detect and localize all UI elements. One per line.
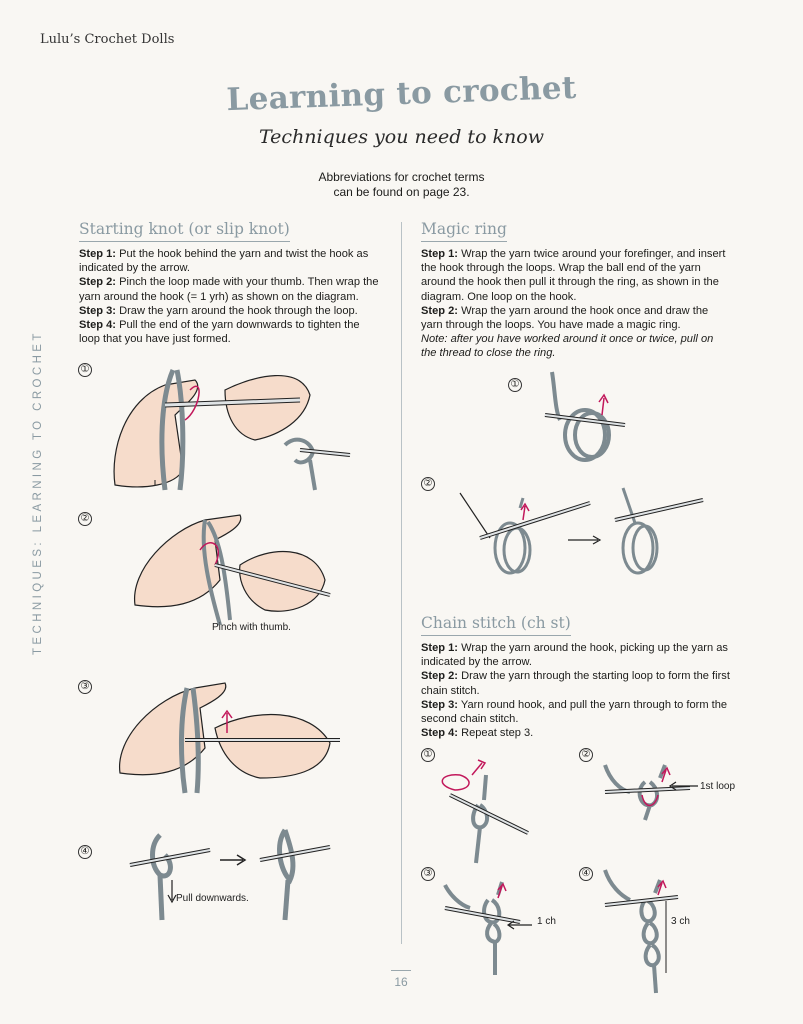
- step-label: Step 2:: [79, 276, 116, 289]
- slip-knot-step: Step 1: Put the hook behind the yarn and…: [79, 247, 381, 275]
- magic-ring-note: Note: after you have worked around it on…: [421, 333, 714, 360]
- figure-number: ④: [579, 867, 593, 881]
- step-label: Step 2:: [421, 304, 458, 317]
- slip-knot-step: Step 3: Draw the yarn around the hook th…: [79, 304, 381, 318]
- figure-number: ①: [508, 378, 522, 392]
- step-text: Draw the yarn through the starting loop …: [421, 670, 730, 697]
- chain-stitch-step: Step 1: Wrap the yarn around the hook, p…: [421, 641, 731, 669]
- step-text: Put the hook behind the yarn and twist t…: [79, 248, 369, 275]
- page-title: Learning to crochet: [225, 69, 578, 119]
- step-label: Step 1:: [421, 642, 458, 654]
- pull-caption: Pull downwards.: [176, 893, 249, 904]
- chain-stitch-step: Step 3: Yarn round hook, and pull the ya…: [421, 698, 731, 726]
- first-loop-caption: 1st loop: [700, 781, 736, 792]
- step-text: Yarn round hook, and pull the yarn throu…: [421, 698, 728, 726]
- chain-illustration-4: [603, 869, 679, 994]
- chain-stitch-title: Chain stitch (ch st): [421, 614, 571, 636]
- figure-number: ④: [78, 845, 92, 859]
- slip-knot-illustration-1: [113, 369, 351, 491]
- step-text: Pinch the loop made with your thumb. The…: [79, 276, 379, 303]
- abbreviations-line-2: can be found on page 23.: [333, 185, 470, 199]
- figure-number: ①: [78, 363, 92, 377]
- magic-ring-step: Step 2: Wrap the yarn around the hook on…: [421, 304, 731, 332]
- step-text: Draw the yarn around the hook through th…: [116, 304, 358, 317]
- step-label: Step 1:: [421, 248, 458, 260]
- figure-number: ②: [78, 512, 92, 526]
- running-title: Lulu’s Crochet Dolls: [40, 32, 175, 47]
- pinch-caption: Pinch with thumb.: [212, 622, 291, 633]
- chain-illustration-2: [603, 764, 698, 821]
- figure-number: ③: [421, 867, 435, 881]
- figure-number: ③: [78, 680, 92, 694]
- magic-ring-illustration-1: [544, 371, 626, 462]
- abbreviations-line-1: Abbreviations for crochet terms: [318, 170, 485, 184]
- slip-knot-step: Step 4: Pull the end of the yarn downwar…: [79, 318, 381, 346]
- step-text: Repeat step 3.: [458, 727, 534, 740]
- slip-knot-title: Starting knot (or slip knot): [79, 220, 290, 242]
- side-label: TECHNIQUES: LEARNING TO CROCHET: [32, 330, 44, 655]
- step-label: Step 3:: [79, 304, 116, 317]
- magic-ring-steps: Step 1: Wrap the yarn twice around your …: [421, 247, 731, 361]
- slip-knot-steps: Step 1: Put the hook behind the yarn and…: [79, 247, 381, 346]
- chain-illustration-1: [441, 759, 529, 864]
- step-label: Step 4:: [79, 319, 116, 332]
- slip-knot-step: Step 2: Pinch the loop made with your th…: [79, 275, 381, 303]
- chain-illustration-3: [443, 881, 532, 975]
- step-text: Wrap the yarn around the hook once and d…: [421, 304, 709, 332]
- step-text: Pull the end of the yarn downwards to ti…: [79, 319, 360, 346]
- step-label: Step 2:: [421, 670, 458, 683]
- step-label: Step 3:: [421, 698, 458, 711]
- figure-number: ①: [421, 748, 435, 762]
- three-chain-caption: 3 ch: [671, 916, 690, 927]
- figure-number: ②: [579, 748, 593, 762]
- page-subtitle: Techniques you need to know: [258, 126, 544, 148]
- abbreviations-note: Abbreviations for crochet terms can be f…: [250, 170, 553, 200]
- step-label: Step 4:: [421, 727, 458, 740]
- magic-ring-title: Magic ring: [421, 220, 507, 242]
- slip-knot-title-wrap: Starting knot (or slip knot): [79, 220, 290, 242]
- chain-stitch-step: Step 2: Draw the yarn through the starti…: [421, 669, 731, 697]
- chain-stitch-step: Step 4: Repeat step 3.: [421, 726, 731, 740]
- magic-ring-title-wrap: Magic ring: [421, 220, 507, 242]
- slip-knot-illustration-2: [134, 514, 331, 626]
- step-label: Step 1:: [79, 248, 116, 260]
- chain-stitch-steps: Step 1: Wrap the yarn around the hook, p…: [421, 641, 731, 740]
- figure-number: ②: [421, 477, 435, 491]
- magic-ring-step: Step 1: Wrap the yarn twice around your …: [421, 247, 731, 304]
- column-divider: [401, 222, 402, 944]
- slip-knot-illustration-3: [119, 682, 340, 794]
- step-text: Wrap the yarn twice around your forefing…: [421, 248, 726, 303]
- chain-stitch-title-wrap: Chain stitch (ch st): [421, 614, 571, 636]
- slip-knot-illustration-4: [129, 828, 331, 921]
- page-number: 16: [391, 970, 411, 989]
- one-chain-caption: 1 ch: [537, 916, 556, 927]
- magic-ring-illustration-2: [459, 487, 704, 575]
- step-text: Wrap the yarn around the hook, picking u…: [421, 642, 728, 669]
